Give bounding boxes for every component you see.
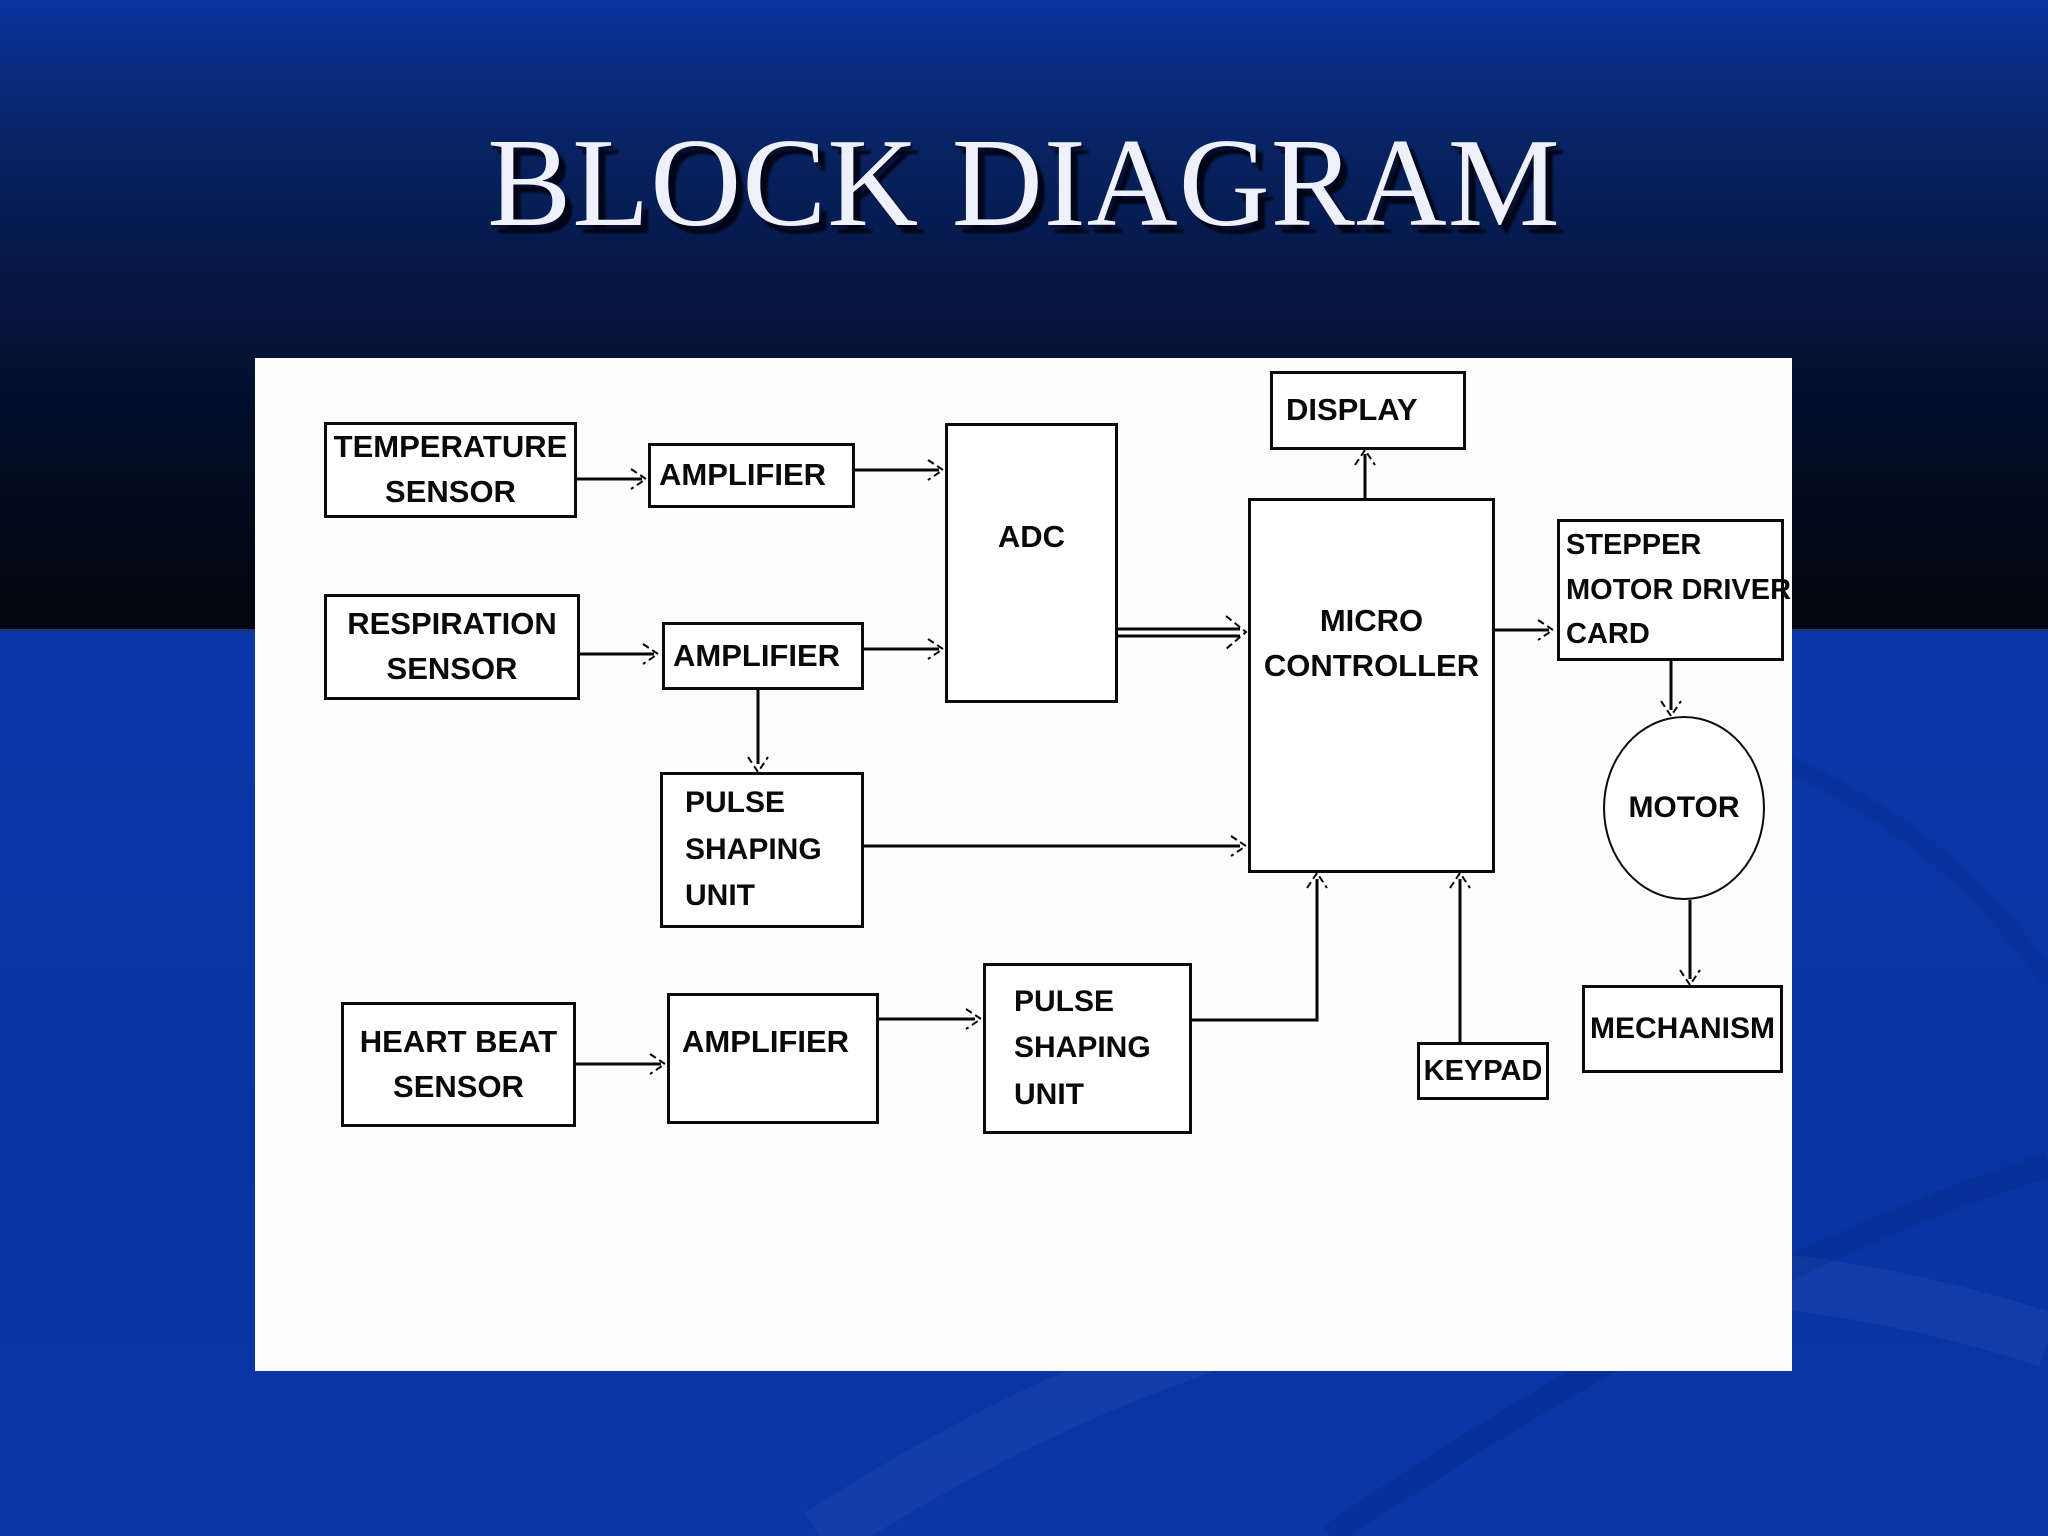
node-label-line: STEPPER: [1566, 528, 1702, 561]
node-label-line: KEYPAD: [1423, 1054, 1543, 1087]
edge-temperature-sensor-to-amplifier-top: [577, 468, 648, 490]
node-amplifier-bottom: AMPLIFIER: [667, 993, 879, 1124]
node-label-line: MOTOR DRIVER: [1566, 573, 1792, 606]
node-label-line: SHAPING: [1014, 1031, 1151, 1065]
node-micro-controller: MICRO CONTROLLER: [1248, 498, 1495, 873]
node-label-line: HEART BEAT: [359, 1023, 558, 1059]
edge-keypad-to-micro-controller: [1449, 871, 1471, 1042]
node-label-line: AMPLIFIER: [673, 637, 841, 673]
node-heart-beat-sensor: HEART BEAT SENSOR: [341, 1002, 576, 1127]
node-label-line: AMPLIFIER: [659, 457, 827, 493]
node-label-line: PULSE: [685, 786, 786, 820]
node-label-line: ADC: [997, 518, 1066, 554]
node-respiration-sensor: RESPIRATION SENSOR: [324, 594, 580, 700]
edge-amplifier-mid-to-pulse-shaping-unit-mid: [747, 690, 769, 774]
edge-stepper-motor-driver-card-to-motor: [1660, 661, 1682, 718]
node-label-line: MOTOR: [1628, 791, 1740, 825]
node-adc: ADC: [945, 423, 1118, 703]
edge-adc-to-micro-controller-bus: [1118, 615, 1248, 650]
node-label-line: SENSOR: [386, 651, 518, 686]
node-motor: MOTOR: [1603, 716, 1765, 900]
node-temperature-sensor: TEMPERATURE SENSOR: [324, 422, 577, 518]
node-keypad: KEYPAD: [1417, 1042, 1549, 1100]
edge-respiration-sensor-to-amplifier-mid: [580, 643, 660, 665]
edge-amplifier-bottom-to-pulse-shaping-unit-bottom: [879, 1008, 983, 1030]
node-label-line: UNIT: [685, 879, 755, 913]
node-pulse-shaping-unit-mid: PULSE SHAPING UNIT: [660, 772, 864, 928]
node-label-line: MICRO: [1319, 602, 1424, 638]
node-label-line: MECHANISM: [1590, 1012, 1775, 1046]
slide-title: BLOCK DIAGRAM: [487, 114, 1561, 253]
node-label-line: UNIT: [1014, 1077, 1084, 1111]
node-label-line: RESPIRATION: [347, 606, 557, 642]
node-amplifier-top: AMPLIFIER: [648, 443, 855, 508]
node-label-line: CONTROLLER: [1263, 647, 1480, 683]
edge-pulse-shaping-unit-mid-to-micro-controller: [864, 835, 1248, 857]
node-display: DISPLAY: [1270, 371, 1466, 450]
edge-motor-to-mechanism: [1679, 900, 1701, 987]
edge-micro-controller-to-display: [1354, 448, 1376, 498]
edge-heart-beat-sensor-to-amplifier-bottom: [576, 1053, 667, 1075]
node-label-line: PULSE: [1014, 984, 1115, 1018]
node-amplifier-mid: AMPLIFIER: [662, 622, 864, 690]
node-label-line: SHAPING: [685, 832, 822, 866]
edge-amplifier-top-to-adc: [855, 459, 945, 481]
node-label-line: TEMPERATURE: [333, 429, 568, 465]
node-pulse-shaping-unit-bottom: PULSE SHAPING UNIT: [983, 963, 1192, 1134]
edge-micro-controller-to-stepper-motor-driver-card: [1495, 619, 1555, 641]
node-label-line: SENSOR: [393, 1068, 524, 1104]
node-mechanism: MECHANISM: [1582, 985, 1783, 1073]
node-label-line: CARD: [1566, 618, 1650, 651]
edge-pulse-shaping-unit-bottom-to-micro-controller: [1192, 871, 1328, 1022]
edge-amplifier-mid-to-adc: [864, 638, 945, 660]
node-label-line: AMPLIFIER: [682, 1024, 850, 1059]
node-label-line: SENSOR: [385, 474, 516, 509]
node-stepper-motor-driver-card: STEPPER MOTOR DRIVER CARD: [1557, 519, 1791, 661]
node-label-line: DISPLAY: [1286, 392, 1418, 428]
